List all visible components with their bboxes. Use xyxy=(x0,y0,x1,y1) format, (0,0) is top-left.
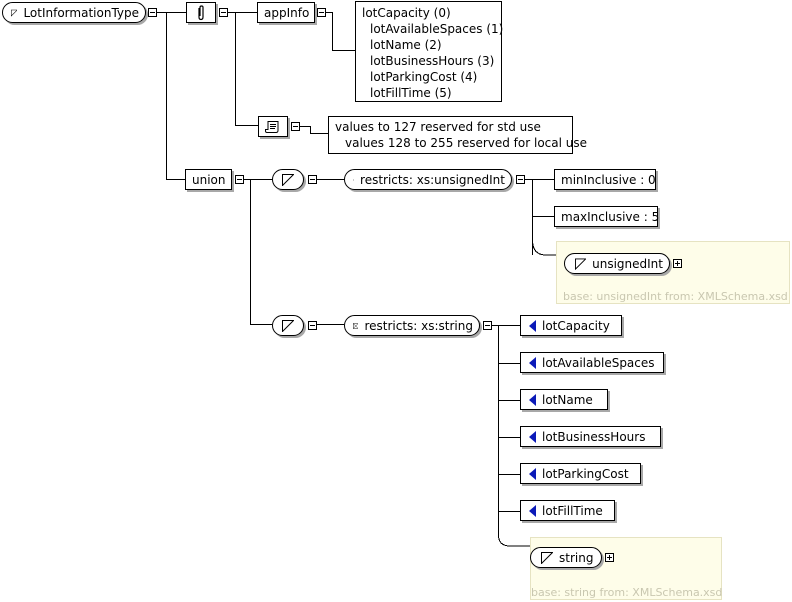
enum-list-item: lotBusinessHours (3) xyxy=(370,54,495,68)
simple-type-icon xyxy=(11,9,18,17)
documentation-line: values 128 to 255 reserved for local use xyxy=(345,136,588,150)
appinfo-node[interactable]: appInfo xyxy=(257,2,315,23)
collapse-annotation-button[interactable] xyxy=(219,8,228,17)
expand-string-button[interactable] xyxy=(605,553,614,562)
documentation-icon xyxy=(265,120,279,133)
simple-type-icon xyxy=(282,319,294,332)
collapse-simple-type-2-button[interactable] xyxy=(308,321,317,330)
annotation-icon xyxy=(198,4,204,20)
enum-lotfilltime[interactable]: lotFillTime xyxy=(520,500,615,521)
enum-list-item: lotParkingCost (4) xyxy=(370,70,478,84)
collapse-root-button[interactable] xyxy=(148,8,157,17)
restriction-unsignedint-label: restricts: xs:unsignedInt xyxy=(360,172,505,187)
enum-label: lotName xyxy=(542,392,593,407)
union-label: union xyxy=(192,172,226,187)
documentation-line: values to 127 reserved for std use xyxy=(335,120,541,134)
base-type-string-caption: base: string from: XMLSchema.xsd xyxy=(531,586,723,599)
facet-maxinclusive[interactable]: maxInclusive : 5 xyxy=(554,206,659,227)
collapse-union-button[interactable] xyxy=(235,175,244,184)
enum-list-item: lotAvailableSpaces (1) xyxy=(370,22,504,36)
documentation-node[interactable] xyxy=(258,116,288,137)
simple-type-anonymous-1[interactable] xyxy=(272,169,304,190)
collapse-restriction-string-button[interactable] xyxy=(483,321,492,330)
collapse-restriction-unsignedint-button[interactable] xyxy=(516,175,525,184)
restriction-string-node[interactable]: restricts: xs:string xyxy=(344,315,480,336)
restriction-unsignedint-node[interactable]: restricts: xs:unsignedInt xyxy=(344,169,512,190)
expand-unsignedint-button[interactable] xyxy=(673,259,682,268)
simple-type-icon xyxy=(541,551,553,564)
enum-label: lotBusinessHours xyxy=(542,429,646,444)
enum-label: lotCapacity xyxy=(542,318,610,333)
collapse-documentation-button[interactable] xyxy=(291,122,300,131)
simple-type-icon xyxy=(282,173,294,186)
root-label: LotInformationType xyxy=(23,5,139,20)
enumeration-icon xyxy=(529,393,536,406)
restriction-icon xyxy=(353,322,359,329)
simple-type-icon xyxy=(575,257,587,270)
enum-lotbusinesshours[interactable]: lotBusinessHours xyxy=(520,426,661,447)
enum-list-item: lotFillTime (5) xyxy=(370,86,452,100)
enumeration-list-note: lotCapacity (0) lotAvailableSpaces (1) l… xyxy=(355,1,504,102)
facet-mininclusive-label: minInclusive : 0 xyxy=(561,172,656,187)
enum-list-item: lotName (2) xyxy=(370,38,442,52)
appinfo-label: appInfo xyxy=(264,5,310,20)
annotation-node[interactable] xyxy=(186,2,216,23)
documentation-note: values to 127 reserved for std use value… xyxy=(328,116,588,154)
enumeration-icon xyxy=(529,430,536,443)
enum-lotavailablespaces[interactable]: lotAvailableSpaces xyxy=(520,352,664,373)
simple-type-anonymous-2[interactable] xyxy=(272,315,304,336)
enum-label: lotAvailableSpaces xyxy=(542,355,655,370)
enumeration-icon xyxy=(529,504,536,517)
base-type-unsignedint-caption: base: unsignedInt from: XMLSchema.xsd xyxy=(563,290,788,303)
enum-list-title: lotCapacity (0) xyxy=(362,6,451,20)
enum-lotname[interactable]: lotName xyxy=(520,389,608,410)
base-type-unsignedint[interactable]: unsignedInt xyxy=(564,253,670,274)
enum-label: lotParkingCost xyxy=(542,466,629,481)
restriction-icon xyxy=(353,178,355,181)
facet-mininclusive[interactable]: minInclusive : 0 xyxy=(554,169,656,190)
enumeration-icon xyxy=(529,319,536,332)
facet-maxinclusive-label: maxInclusive : 5 xyxy=(561,209,660,224)
base-type-string[interactable]: string xyxy=(530,547,602,568)
enumeration-icon xyxy=(529,356,536,369)
base-type-unsignedint-label: unsignedInt xyxy=(592,256,663,271)
enum-label: lotFillTime xyxy=(542,503,603,518)
union-node[interactable]: union xyxy=(185,169,232,190)
base-type-string-label: string xyxy=(559,550,594,565)
restriction-string-label: restricts: xs:string xyxy=(364,318,473,333)
enumeration-icon xyxy=(529,467,536,480)
collapse-simple-type-1-button[interactable] xyxy=(308,175,317,184)
enum-lotparkingcost[interactable]: lotParkingCost xyxy=(520,463,641,484)
enum-lotcapacity[interactable]: lotCapacity xyxy=(520,315,622,336)
collapse-appinfo-button[interactable] xyxy=(317,8,326,17)
complex-type-lotinformationtype[interactable]: LotInformationType xyxy=(2,2,146,23)
